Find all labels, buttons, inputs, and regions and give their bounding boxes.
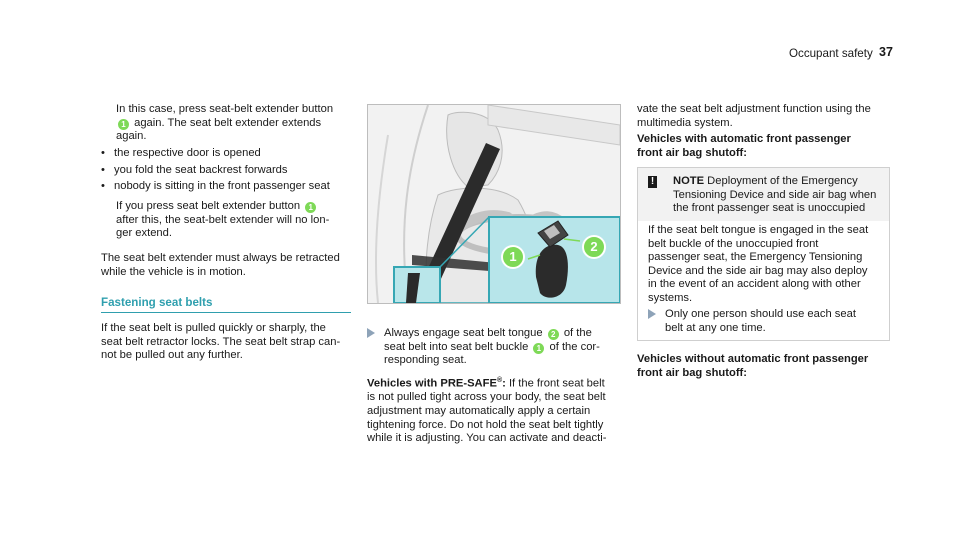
callout-1-badge: 1 xyxy=(118,118,129,130)
step-text-e: responding seat. xyxy=(384,354,467,367)
registered-mark: ® xyxy=(496,377,503,384)
note-text-b: after this, the seat-belt extender will … xyxy=(116,213,330,226)
figure-callout-1: 1 xyxy=(501,245,525,269)
note-header xyxy=(638,168,889,221)
figure-callout-2: 2 xyxy=(582,235,606,259)
note-body: If the seat belt tongue is engaged in th… xyxy=(648,224,884,306)
fastening-heading: Fastening seat belts xyxy=(101,296,213,309)
note-body-line: Device and the side air bag may also dep… xyxy=(648,264,868,277)
retract-paragraph: The seat belt extender must always be re… xyxy=(101,252,353,279)
extender-note: If you press seat belt extender button 1… xyxy=(116,200,352,241)
note-body-line: passenger seat, the Emergency Tensioning xyxy=(648,251,863,264)
list-item: nobody is sitting in the front passenger… xyxy=(101,180,351,194)
note-box: ! NOTE Deployment of the Emergency Tensi… xyxy=(637,167,890,341)
warning-icon: ! xyxy=(648,176,657,188)
note-body-line: systems. xyxy=(648,291,693,304)
note-body-line: belt buckle of the unoccupied front xyxy=(648,237,819,250)
intro-paragraph: In this case, press seat-belt extender b… xyxy=(116,103,348,144)
presafe-line: is not pulled tight across your body, th… xyxy=(367,391,606,404)
step-text-a: Always engage seat belt tongue xyxy=(384,327,543,339)
presafe-text: If the front seat belt xyxy=(505,377,605,390)
note-body-line: in the event of an accident along with o… xyxy=(648,278,861,291)
note-text: If you press seat belt extender button xyxy=(116,200,301,212)
cont-line-2: multimedia system. xyxy=(637,116,733,129)
presafe-paragraph: Vehicles with PRE-SAFE®: If the front se… xyxy=(367,374,629,446)
note-step: Only one person should use each seat bel… xyxy=(648,308,901,335)
step-text-d: of the cor- xyxy=(549,340,600,353)
callout-1-badge: 1 xyxy=(533,342,545,354)
heading2-line-1: Vehicles without automatic front passeng… xyxy=(637,353,869,365)
intro-text-b: again. The seat belt extender extends xyxy=(134,116,322,129)
note-step-b: belt at any one time. xyxy=(665,321,766,334)
callout-1-badge: 1 xyxy=(305,202,317,213)
with-shutoff-heading: Vehicles with automatic front passenger … xyxy=(637,133,897,160)
fastening-body: If the seat belt is pulled quickly or sh… xyxy=(101,322,353,363)
list-item: you fold the seat backrest forwards xyxy=(101,164,351,178)
step-arrow-icon xyxy=(648,309,656,319)
body-line-2: seat belt retractor locks. The seat belt… xyxy=(101,335,341,348)
retract-line-2: while the vehicle is in motion. xyxy=(101,265,246,278)
note-title-b: Tensioning Device and side air bag when xyxy=(673,188,877,201)
retract-line-1: The seat belt extender must always be re… xyxy=(101,252,340,264)
heading2-line-2: front air bag shutoff: xyxy=(637,366,747,379)
presafe-line: while it is adjusting. You can activate … xyxy=(367,432,607,445)
note-title: NOTE Deployment of the Emergency Tension… xyxy=(673,175,883,216)
presafe-label: Vehicles with PRE-SAFE xyxy=(367,377,497,390)
page-number: 37 xyxy=(879,45,893,59)
note-step-a: Only one person should use each seat xyxy=(665,308,856,320)
note-body-line: If the seat belt tongue is engaged in th… xyxy=(648,224,869,236)
heading-line-1: Vehicles with automatic front passenger xyxy=(637,133,851,145)
presafe-line: adjustment may automatically apply a cer… xyxy=(367,404,591,417)
step-text-b: of the xyxy=(563,327,592,339)
list-item: the respective door is opened xyxy=(101,147,351,161)
without-shutoff-heading: Vehicles without automatic front passeng… xyxy=(637,353,897,380)
seat-belt-illustration: 1 2 xyxy=(367,104,621,304)
callout-2-badge: 2 xyxy=(547,329,559,340)
presafe-colon: : xyxy=(502,377,506,390)
heading-rule xyxy=(101,312,351,313)
section-title: Occupant safety xyxy=(789,47,873,60)
engage-step: Always engage seat belt tongue 2 of the … xyxy=(367,327,623,368)
continuation-paragraph: vate the seat belt adjustment function u… xyxy=(637,103,897,130)
body-line-1: If the seat belt is pulled quickly or sh… xyxy=(101,322,326,334)
cont-line-1: vate the seat belt adjustment function u… xyxy=(637,103,871,115)
condition-list: the respective door is opened you fold t… xyxy=(101,147,351,194)
step-arrow-icon xyxy=(367,328,375,338)
note-title-c: the front passenger seat is unoccupied xyxy=(673,202,866,215)
presafe-line: tightening force. Do not hold the seat b… xyxy=(367,418,604,431)
heading-line-2: front air bag shutoff: xyxy=(637,146,747,159)
seat-belt-drawing xyxy=(368,105,620,303)
step-text-c: seat belt into seat belt buckle xyxy=(384,340,529,353)
note-label: NOTE xyxy=(673,175,705,187)
note-title-a: Deployment of the Emergency xyxy=(704,175,858,187)
body-line-3: not be pulled out any further. xyxy=(101,349,243,362)
note-text-c: ger extend. xyxy=(116,227,172,240)
intro-text: In this case, press seat-belt extender b… xyxy=(116,103,334,115)
intro-text-c: again. xyxy=(116,130,147,143)
